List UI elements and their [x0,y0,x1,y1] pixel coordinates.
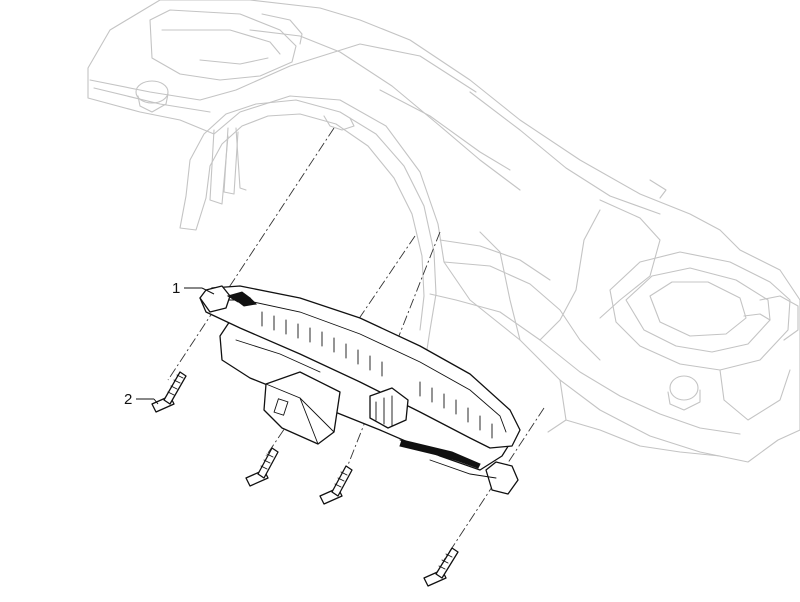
housing-front-rim [199,285,521,449]
screw-2 [245,447,279,487]
screw-3 [319,465,353,505]
screw-1 [151,371,187,413]
callout-label-1: 1 [172,280,180,297]
right-mounting-lug [485,461,519,495]
callout-label-2: 2 [124,391,132,408]
center-line-top [167,127,335,381]
instrument-cluster-housing [199,285,521,495]
handlebar-cover-ghost [87,0,800,463]
callout-2: 2 [124,391,159,408]
screw-4 [423,547,459,587]
connector-block [263,371,341,445]
callout-1: 1 [172,280,215,297]
